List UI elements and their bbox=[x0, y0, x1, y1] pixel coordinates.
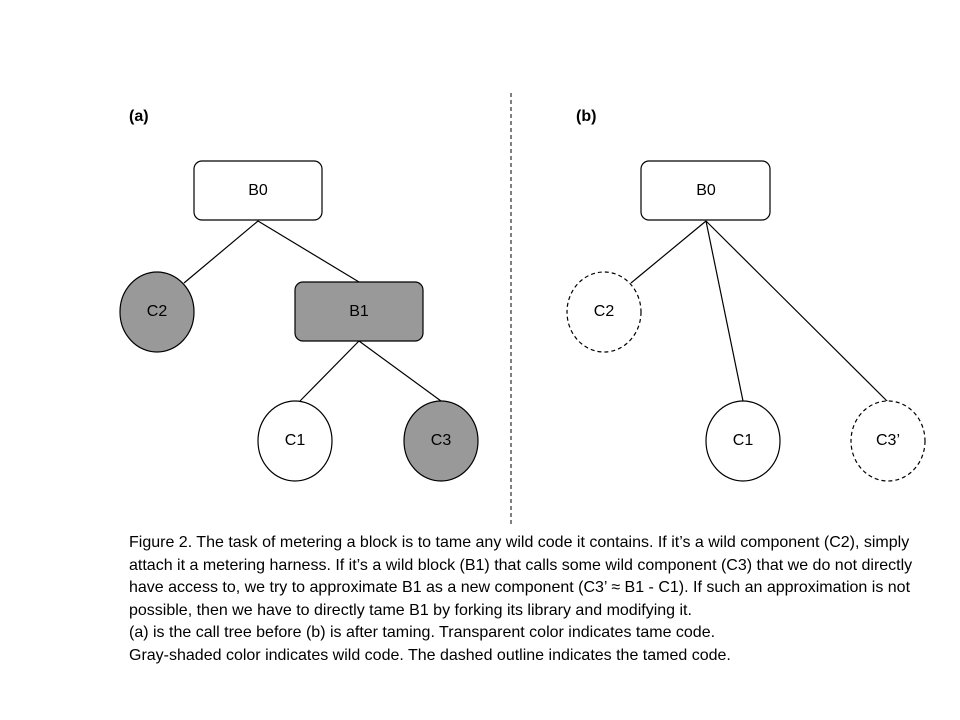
node-c3-a: C3 bbox=[403, 400, 479, 482]
edge-b0-c1-b bbox=[705, 220, 744, 402]
call-tree-diagram: (a) B0 C2 B1 C1 C3 (b) bbox=[119, 93, 926, 525]
panel-b: (b) B0 C2 C1 C3’ bbox=[566, 108, 926, 482]
edge-b1-c1-a bbox=[299, 340, 360, 402]
node-c1-b: C1 bbox=[705, 400, 781, 482]
node-b1-a-label: B1 bbox=[349, 303, 369, 320]
caption-paragraph-1: Figure 2. The task of metering a block i… bbox=[129, 534, 913, 619]
node-c1-a: C1 bbox=[257, 400, 333, 482]
edge-b0-c2-a bbox=[183, 220, 259, 284]
node-c3-a-label: C3 bbox=[431, 432, 452, 449]
node-b0-b: B0 bbox=[640, 160, 771, 221]
edge-b1-c3-a bbox=[358, 340, 442, 402]
node-c1-a-label: C1 bbox=[285, 432, 306, 449]
edge-b0-c2-b bbox=[630, 220, 707, 284]
edge-b0-c3p-b bbox=[705, 220, 889, 403]
figure-caption: Figure 2. The task of metering a block i… bbox=[129, 532, 929, 667]
edge-b0-b1-a bbox=[257, 220, 360, 283]
node-c2-a: C2 bbox=[119, 271, 195, 353]
node-b0-b-label: B0 bbox=[696, 182, 716, 199]
node-b1-a: B1 bbox=[294, 281, 424, 342]
node-c3p-b-label: C3’ bbox=[876, 432, 900, 449]
node-c2-b: C2 bbox=[566, 271, 642, 353]
node-b0-a: B0 bbox=[193, 160, 323, 221]
caption-paragraph-3: Gray-shaded color indicates wild code. T… bbox=[129, 646, 731, 664]
panel-a: (a) B0 C2 B1 C1 C3 bbox=[119, 108, 479, 482]
node-b0-a-label: B0 bbox=[248, 182, 268, 199]
node-c2-a-label: C2 bbox=[147, 303, 168, 320]
node-c1-b-label: C1 bbox=[733, 432, 754, 449]
node-c2-b-label: C2 bbox=[594, 303, 615, 320]
panel-b-label: (b) bbox=[576, 108, 596, 125]
node-c3p-b: C3’ bbox=[850, 400, 926, 482]
caption-paragraph-2: (a) is the call tree before (b) is after… bbox=[129, 624, 716, 641]
panel-a-label: (a) bbox=[129, 108, 149, 125]
